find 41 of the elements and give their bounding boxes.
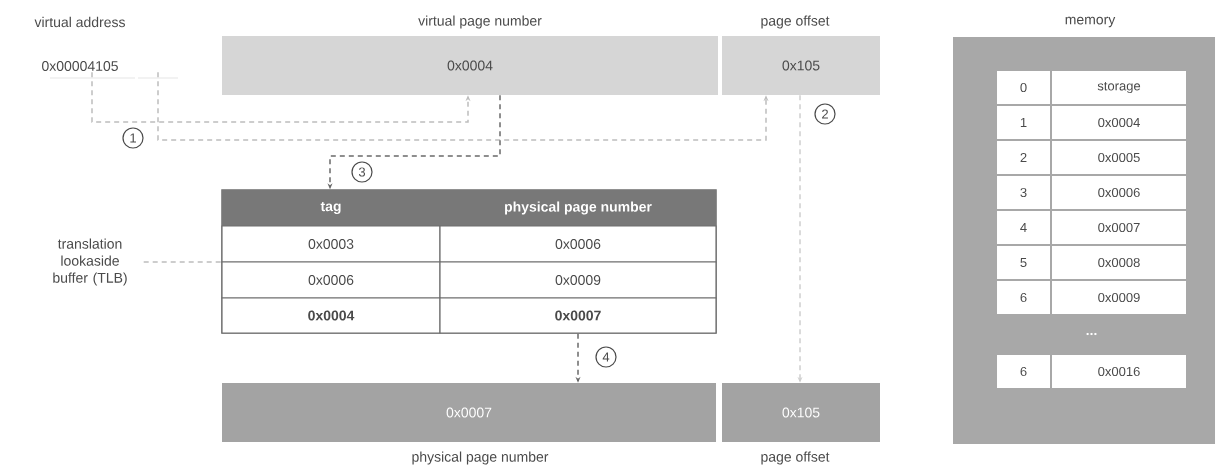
page-offset-box: 0x105 <box>722 36 880 95</box>
table-cell: 0x0008 <box>1052 246 1186 279</box>
edge-label: 3 <box>351 161 373 183</box>
heading: page offset <box>761 451 830 465</box>
table-cell: 0x0007 <box>439 297 717 334</box>
table-cell: 0x0006 <box>439 225 717 263</box>
table-cell: 0x0006 <box>221 261 441 299</box>
table-cell: 6 <box>997 281 1050 314</box>
heading: physical page number <box>412 451 549 465</box>
table-cell: storage <box>1052 71 1186 104</box>
table-cell: 0x0003 <box>221 225 441 263</box>
page-offset-box: 0x105 <box>722 383 880 442</box>
heading: virtual page number <box>418 15 542 29</box>
table-header-cell: tag <box>222 190 440 226</box>
tlb-label: translation lookaside buffer (TLB) <box>53 238 127 286</box>
table-cell: 0x0009 <box>439 261 717 299</box>
table-cell: 0x0004 <box>1052 106 1186 139</box>
page-number-box: 0x0004 <box>222 36 718 95</box>
table-cell: 6 <box>997 355 1050 388</box>
table-cell: 5 <box>997 246 1050 279</box>
table-cell: 3 <box>997 176 1050 209</box>
table-header-cell: physical page number <box>440 190 716 226</box>
table-cell: 0x0006 <box>1052 176 1186 209</box>
table-cell: 2 <box>997 141 1050 174</box>
heading: memory <box>1065 16 1116 28</box>
table-cell: 0x0007 <box>1052 211 1186 244</box>
table-cell: 0x0004 <box>221 297 441 334</box>
table-cell: 0x0005 <box>1052 141 1186 174</box>
heading: page offset <box>761 15 830 29</box>
table-cell: 0x0009 <box>1052 281 1186 314</box>
table-cell: 1 <box>997 106 1050 139</box>
address-text: 0x00004105 <box>42 61 118 71</box>
edge-label: 1 <box>122 127 144 149</box>
table-cell: 4 <box>997 211 1050 244</box>
table-cell: 0x0016 <box>1052 355 1186 388</box>
table-cell: 0 <box>997 71 1050 104</box>
edge-label: 4 <box>595 346 617 368</box>
heading: virtual address <box>34 16 125 28</box>
ellipsis: ... <box>1086 332 1097 336</box>
edge-label: 2 <box>814 103 836 125</box>
page-number-box: 0x0007 <box>222 383 716 442</box>
